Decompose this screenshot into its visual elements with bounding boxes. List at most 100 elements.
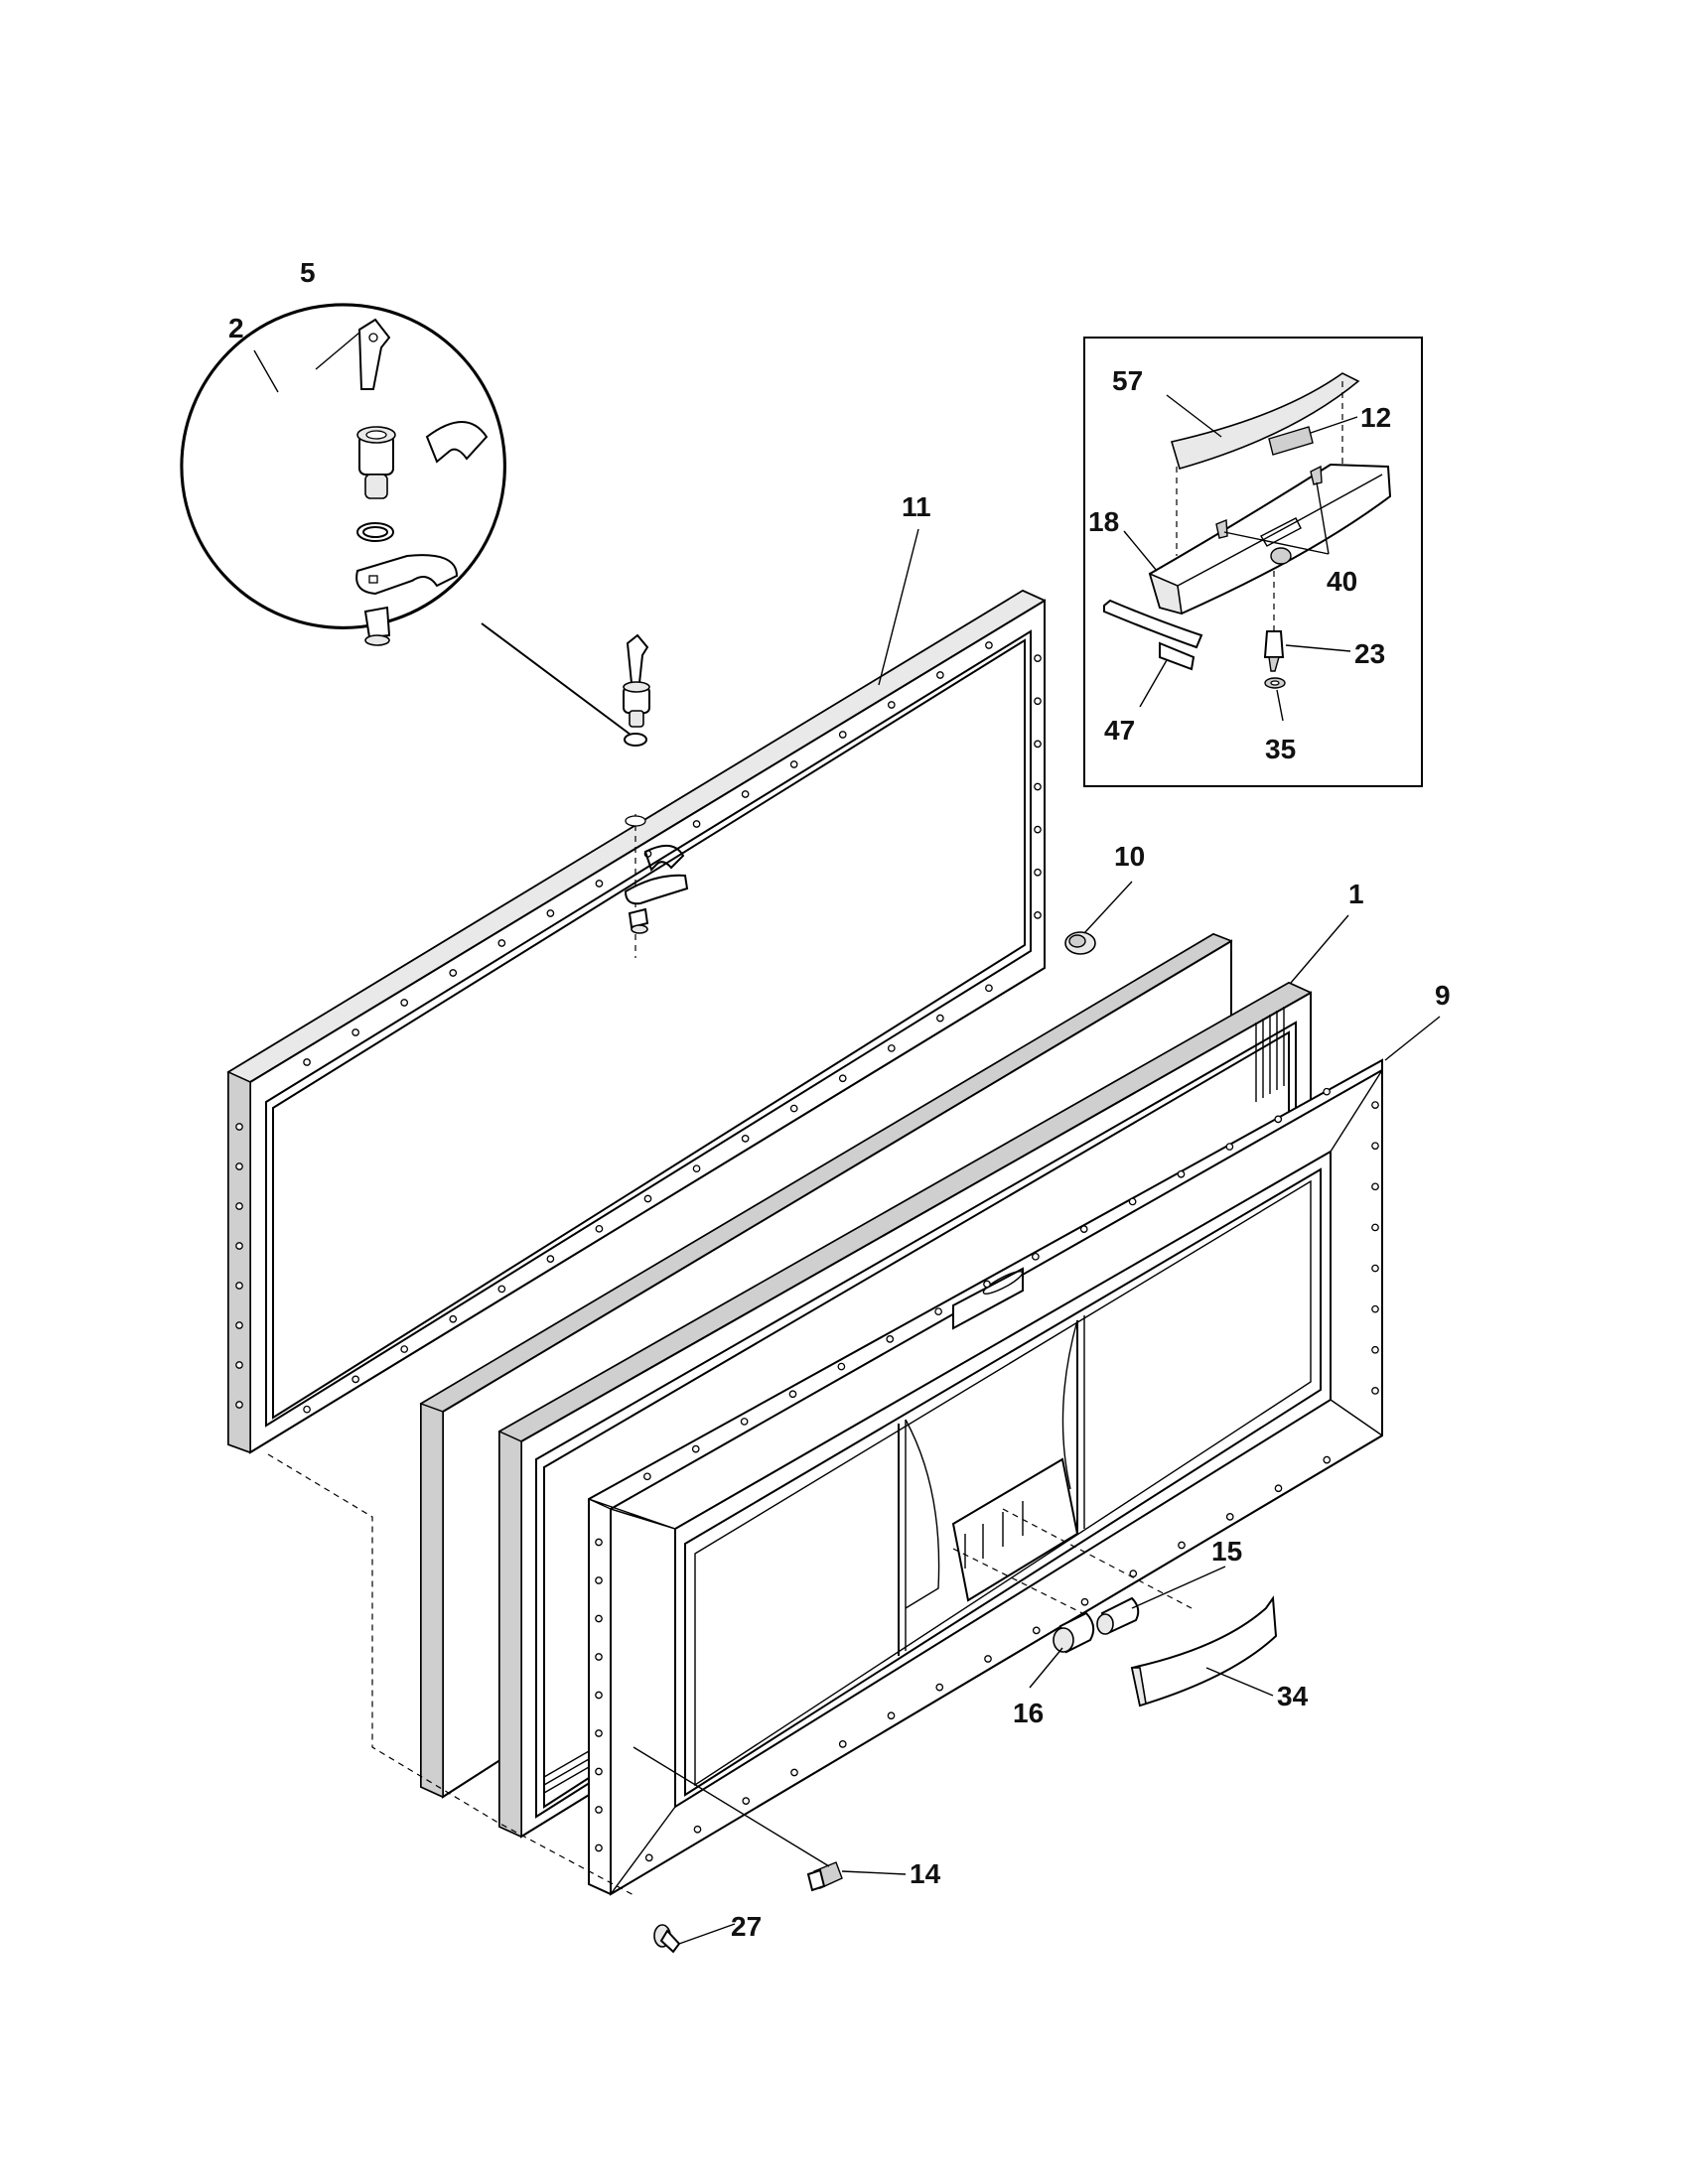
- screw-hole: [1034, 740, 1042, 749]
- screw-hole: [1371, 1345, 1379, 1354]
- screw-hole: [643, 1194, 652, 1203]
- assembly-guide-lines: [267, 814, 1193, 1897]
- callout-9: 9: [1435, 980, 1451, 1011]
- screw-hole: [838, 1074, 847, 1083]
- callout-27: 27: [731, 1911, 762, 1942]
- screw-hole: [936, 1014, 944, 1023]
- screw-hole: [400, 1345, 409, 1353]
- callout-15: 15: [1211, 1536, 1242, 1567]
- callout-2: 2: [228, 313, 244, 343]
- screw-hole: [595, 1843, 603, 1852]
- screw-hole: [887, 1044, 896, 1052]
- screw-hole: [887, 701, 896, 709]
- callout-18: 18: [1088, 506, 1119, 537]
- screw-hole: [1080, 1597, 1089, 1606]
- screw-hole: [1274, 1115, 1283, 1124]
- callout-14: 14: [910, 1858, 941, 1889]
- callout-23: 23: [1354, 638, 1385, 669]
- screw-hole: [983, 1280, 991, 1289]
- screw-hole: [1178, 1541, 1186, 1550]
- screw-hole: [692, 1164, 701, 1173]
- screw-hole: [936, 671, 944, 679]
- screw-hole: [449, 1314, 458, 1323]
- screw-hole: [1225, 1513, 1234, 1521]
- callout-40: 40: [1327, 566, 1357, 597]
- screw-hole: [887, 1711, 896, 1720]
- lock-parts-on-frame: [623, 633, 689, 934]
- screw-hole: [595, 1806, 603, 1814]
- part-11-gasket-frame: [226, 589, 1047, 1454]
- screw-hole: [235, 1282, 243, 1290]
- screw-hole: [1079, 1225, 1088, 1233]
- screw-hole: [742, 1797, 751, 1805]
- screw-hole: [1034, 654, 1042, 662]
- screw-hole: [1034, 868, 1042, 877]
- screw-hole: [595, 1538, 603, 1547]
- part-9-inner-door-liner: [588, 1058, 1383, 1896]
- screw-hole: [1371, 1142, 1379, 1151]
- screw-hole: [1371, 1264, 1379, 1273]
- screw-hole: [303, 1058, 311, 1066]
- part-27-screw: [653, 1924, 681, 1954]
- callout-35: 35: [1265, 734, 1296, 764]
- screw-hole: [1274, 1484, 1283, 1493]
- screw-hole: [1032, 1626, 1041, 1635]
- screw-hole: [693, 1825, 702, 1834]
- screw-hole: [1323, 1087, 1331, 1096]
- screw-hole: [1177, 1169, 1186, 1178]
- handle-detail-inset: [1083, 337, 1423, 787]
- screw-hole: [1034, 782, 1042, 791]
- screw-hole: [497, 1285, 506, 1294]
- screw-hole: [400, 999, 409, 1007]
- part-16-roller: [1053, 1611, 1095, 1654]
- screw-hole: [595, 880, 604, 887]
- screw-hole: [788, 1390, 797, 1399]
- screw-hole: [497, 939, 506, 947]
- screw-hole: [1371, 1387, 1379, 1395]
- screw-hole: [692, 820, 701, 828]
- screw-hole: [643, 1472, 651, 1481]
- screw-hole: [1371, 1182, 1379, 1191]
- screw-hole: [1034, 825, 1042, 834]
- callout-11: 11: [902, 491, 931, 522]
- screw-hole: [546, 909, 555, 917]
- callout-34: 34: [1277, 1681, 1309, 1711]
- screw-hole: [837, 1362, 846, 1371]
- screw-hole: [235, 1123, 243, 1131]
- screw-hole: [235, 1361, 243, 1369]
- callout-16: 16: [1013, 1698, 1044, 1728]
- screw-hole: [789, 1104, 798, 1113]
- screw-hole: [985, 641, 993, 649]
- callout-12: 12: [1360, 402, 1391, 433]
- screw-hole: [984, 1655, 992, 1663]
- callout-leader-lines: [253, 332, 1441, 1945]
- screw-hole: [1128, 1197, 1137, 1206]
- screw-hole: [1129, 1570, 1138, 1577]
- screw-hole: [449, 969, 458, 977]
- screw-hole: [886, 1335, 895, 1343]
- screw-hole: [595, 1224, 604, 1233]
- screw-hole: [235, 1321, 243, 1329]
- screw-hole: [935, 1683, 944, 1692]
- callout-1: 1: [1348, 879, 1364, 909]
- callout-47: 47: [1104, 715, 1135, 746]
- screw-hole: [985, 984, 993, 993]
- screw-hole: [352, 1375, 359, 1384]
- part-14-clip: [806, 1861, 843, 1892]
- callout-labels: 5 2 11 57 12 18 40 23 47 35 10 1 9 15 16…: [228, 257, 1451, 1942]
- part-2-lock-detail-circle: [180, 303, 632, 736]
- part-15-hinge-pin: [1096, 1596, 1140, 1635]
- screw-hole: [235, 1202, 243, 1210]
- screw-hole: [1032, 1252, 1040, 1261]
- screw-hole: [1323, 1455, 1332, 1464]
- screw-hole: [789, 760, 798, 768]
- callout-57: 57: [1112, 365, 1143, 396]
- screw-hole: [595, 1653, 603, 1661]
- screw-hole: [934, 1307, 942, 1316]
- screw-hole: [1371, 1304, 1379, 1313]
- screw-hole: [235, 1401, 243, 1409]
- screw-hole: [352, 1028, 359, 1036]
- part-34-handle-cover: [1130, 1595, 1278, 1707]
- screw-hole: [741, 1135, 750, 1143]
